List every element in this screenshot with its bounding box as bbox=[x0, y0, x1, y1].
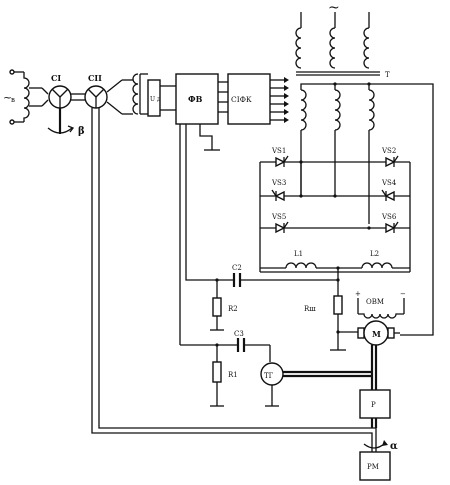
motor-label: М bbox=[372, 329, 381, 339]
resistor-r1: R1 bbox=[210, 345, 238, 407]
sifk-label: СІФК bbox=[231, 95, 252, 104]
ud-block: U д bbox=[147, 79, 161, 117]
selsyn-ci-label: СІ bbox=[51, 73, 61, 83]
r1-label: R1 bbox=[228, 371, 238, 379]
selsyn-cii: СІІ bbox=[84, 73, 108, 109]
minus-label: − bbox=[400, 290, 406, 298]
fv-label: ФВ bbox=[188, 94, 203, 104]
resistor-r2: R2 bbox=[210, 280, 238, 331]
rm-label: РМ bbox=[367, 463, 379, 471]
transformer-t: ~ Т bbox=[295, 0, 434, 336]
c2-label: С2 bbox=[232, 264, 242, 272]
inductor-l2: L2 bbox=[361, 250, 393, 269]
capacitor-c3: С3 bbox=[180, 330, 270, 352]
vs4-label: VS4 bbox=[381, 179, 397, 187]
rsh-label: Rш bbox=[304, 305, 316, 313]
vs3-label: VS3 bbox=[271, 179, 286, 187]
shaft-alpha: α bbox=[363, 440, 398, 452]
thyristor-vs6: VS6 bbox=[381, 213, 399, 234]
thyristor-vs1: VS1 bbox=[271, 147, 289, 168]
thyristor-vs3: VS3 bbox=[271, 179, 286, 202]
thyristor-vs4: VS4 bbox=[381, 179, 397, 202]
thyristor-bridge: VS1 VS2 VS3 VS4 VS5 VS6 bbox=[259, 147, 411, 273]
sifk-block: СІФК bbox=[227, 73, 271, 125]
motor-m: М bbox=[357, 320, 400, 346]
reducer-label: Р bbox=[371, 401, 376, 409]
selsyn-cii-label: СІІ bbox=[88, 73, 102, 83]
vs1-label: VS1 bbox=[271, 147, 286, 155]
alpha-label: α bbox=[390, 441, 398, 452]
selsyn-ci: СІ bbox=[48, 73, 72, 109]
reducer-p: Р bbox=[359, 389, 391, 419]
r2-label: R2 bbox=[228, 305, 238, 313]
capacitor-c2: С2 bbox=[217, 264, 338, 287]
thyristor-vs2: VS2 bbox=[381, 147, 399, 168]
l2-label: L2 bbox=[370, 250, 379, 258]
vs2-label: VS2 bbox=[381, 147, 396, 155]
vs5-label: VS5 bbox=[271, 213, 286, 221]
ovm-label: ОВМ bbox=[366, 298, 384, 306]
input-source: ~ в bbox=[3, 69, 30, 125]
field-winding-ovm: + − ОВМ bbox=[355, 290, 406, 319]
ud-label: U д bbox=[150, 96, 161, 103]
tg-label: ТГ bbox=[264, 372, 274, 380]
transformer-label: Т bbox=[385, 71, 390, 79]
sifk-outputs bbox=[270, 77, 289, 123]
input-coil bbox=[122, 73, 148, 115]
beta-label: β bbox=[78, 126, 85, 137]
phase-shifter-fv: ФВ bbox=[175, 73, 219, 125]
plus-label: + bbox=[355, 290, 361, 298]
l1-label: L1 bbox=[294, 250, 303, 258]
ac-top-symbol: ~ bbox=[328, 0, 340, 16]
shaft-beta: β bbox=[47, 108, 85, 137]
tachogenerator-tg: ТГ bbox=[260, 345, 284, 407]
vs6-label: VS6 bbox=[381, 213, 397, 221]
source-label: в bbox=[11, 96, 15, 104]
source-ac-symbol: ~ bbox=[3, 91, 12, 104]
c3-label: С3 bbox=[234, 330, 244, 338]
thyristor-vs5: VS5 bbox=[271, 213, 289, 234]
working-mechanism-rm: РМ bbox=[359, 451, 391, 481]
inductor-l1: L1 bbox=[285, 250, 317, 269]
shunt-rsh: Rш bbox=[304, 295, 343, 332]
